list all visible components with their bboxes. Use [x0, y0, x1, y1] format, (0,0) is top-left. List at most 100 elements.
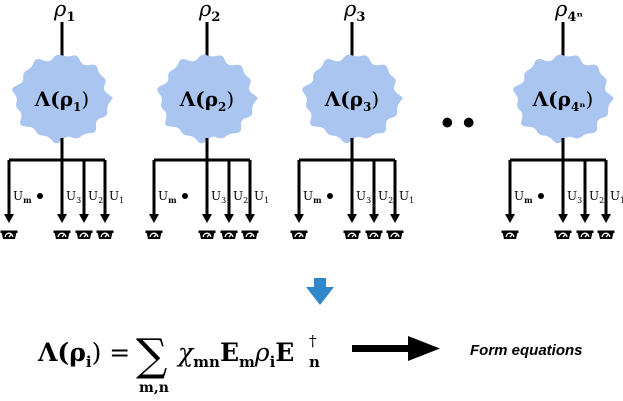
svg-text:Λ(ρi) =: Λ(ρi) = [37, 338, 130, 371]
unitary-label: U2 [589, 189, 604, 205]
rho-symbol: ρ [554, 0, 568, 21]
unitary-subscript: m [313, 195, 322, 205]
unitary-label: U3 [567, 189, 582, 205]
measurement-meter-icon [596, 229, 616, 240]
unitary-label: Um [303, 189, 322, 205]
unitary-subscript: 1 [119, 196, 124, 205]
unitary-label: Um [13, 189, 32, 205]
unitary-label: Um [158, 189, 177, 205]
ellipsis-dot [182, 193, 188, 199]
unitary-label: U2 [88, 189, 103, 205]
branch-arrowhead-icon [79, 214, 89, 223]
channel-blob [157, 54, 258, 144]
rho-label: ρ4ⁿ [554, 0, 583, 25]
lambda-symbol: Λ(ρ [532, 87, 571, 111]
unitary-symbol: U [399, 189, 409, 203]
sum-symbol: ∑ [136, 330, 167, 381]
lambda-label: Λ(ρ1) [34, 87, 89, 114]
unitary-symbol: U [303, 189, 313, 203]
unitary-label: U3 [211, 189, 226, 205]
branch-arrowhead-icon [601, 214, 611, 223]
branch-arrowhead-icon [4, 214, 14, 223]
unitary-subscript: 2 [599, 196, 604, 205]
branch-arrowhead-icon [369, 214, 379, 223]
measurement-meter-icon [385, 229, 405, 240]
channel-blob [12, 54, 114, 144]
unitary-symbol: U [610, 189, 620, 203]
rho-subscript: 4ⁿ [567, 10, 583, 25]
measurement-meter-icon [52, 229, 72, 240]
unitary-symbol: U [378, 189, 388, 203]
unitary-symbol: U [589, 189, 599, 203]
rho-label: ρ3 [343, 0, 365, 25]
unitary-subscript: 1 [264, 196, 269, 205]
branch-arrowhead-icon [57, 214, 67, 223]
formula-lhs-sub: i [86, 353, 92, 371]
unitary-label: U2 [233, 189, 248, 205]
unitary-subscript: m [23, 195, 32, 205]
branch-arrowhead-icon [245, 214, 255, 223]
branch-arrowhead-icon [294, 214, 304, 223]
measurement-meter-icon [144, 229, 164, 240]
branch-arrowhead-icon [390, 214, 400, 223]
rho-label: ρ1 [53, 0, 75, 25]
measurement-meter-icon [575, 229, 595, 240]
lambda-subscript: 3 [363, 100, 371, 114]
chi-matrix-formula: Λ(ρi) = ∑ m,n χmnEmρiE n † [37, 330, 320, 396]
branch-arrowhead-icon [505, 214, 515, 223]
measurement-meter-icon [219, 229, 239, 240]
ellipsis-dots: • • [441, 104, 474, 142]
measurement-meter-icon [553, 229, 573, 240]
measurement-meter-icon [95, 229, 115, 240]
unitary-subscript: m [168, 195, 177, 205]
unitary-symbol: U [211, 189, 221, 203]
measurement-meter-icon [197, 229, 217, 240]
formula-E2-sup: † [309, 332, 317, 350]
unitary-label: U3 [66, 189, 81, 205]
unitary-symbol: U [158, 189, 168, 203]
ellipsis-dot [37, 193, 43, 199]
down-arrow-icon [306, 278, 334, 305]
svg-text:χmnEmρiE: χmnEmρiE [176, 338, 294, 371]
unitary-symbol: U [88, 189, 98, 203]
lambda-label: Λ(ρ3) [324, 87, 379, 114]
unitary-subscript: 2 [243, 196, 248, 205]
measurement-meter-icon [342, 229, 362, 240]
unitary-symbol: U [109, 189, 119, 203]
unitary-label: U1 [399, 189, 414, 205]
unitary-subscript: 3 [577, 196, 582, 205]
unitary-subscript: m [524, 195, 533, 205]
form-equations-label: Form equations [470, 342, 583, 359]
sum-index: m,n [139, 380, 169, 396]
branch-arrowhead-icon [347, 214, 357, 223]
ellipsis-dot [538, 193, 544, 199]
measurement-meter-icon [500, 229, 520, 240]
channel-blob [302, 54, 403, 144]
right-arrow-icon [352, 336, 440, 361]
lambda-close: ) [371, 87, 379, 111]
measurement-meter-icon [289, 229, 309, 240]
unitary-subscript: 1 [620, 196, 623, 205]
unitary-symbol: U [567, 189, 577, 203]
measurement-meter-icon [74, 229, 94, 240]
unitary-label: Um [514, 189, 533, 205]
rho-label: ρ2 [198, 0, 220, 25]
unitary-subscript: 2 [98, 196, 103, 205]
lambda-subscript: 1 [73, 100, 81, 114]
unitary-symbol: U [13, 189, 23, 203]
measurement-meter-icon [240, 229, 260, 240]
rho-subscript: 1 [66, 10, 75, 25]
unitary-label: U1 [610, 189, 623, 205]
formula-chi-sub: mn [193, 353, 220, 371]
lambda-close: ) [81, 87, 89, 111]
unitary-label: U1 [109, 189, 124, 205]
unitary-symbol: U [66, 189, 76, 203]
rho-symbol: ρ [198, 0, 212, 21]
formula-lhs: Λ(ρ [37, 338, 86, 367]
unitary-label: U2 [378, 189, 393, 205]
ellipsis-dot [327, 193, 333, 199]
